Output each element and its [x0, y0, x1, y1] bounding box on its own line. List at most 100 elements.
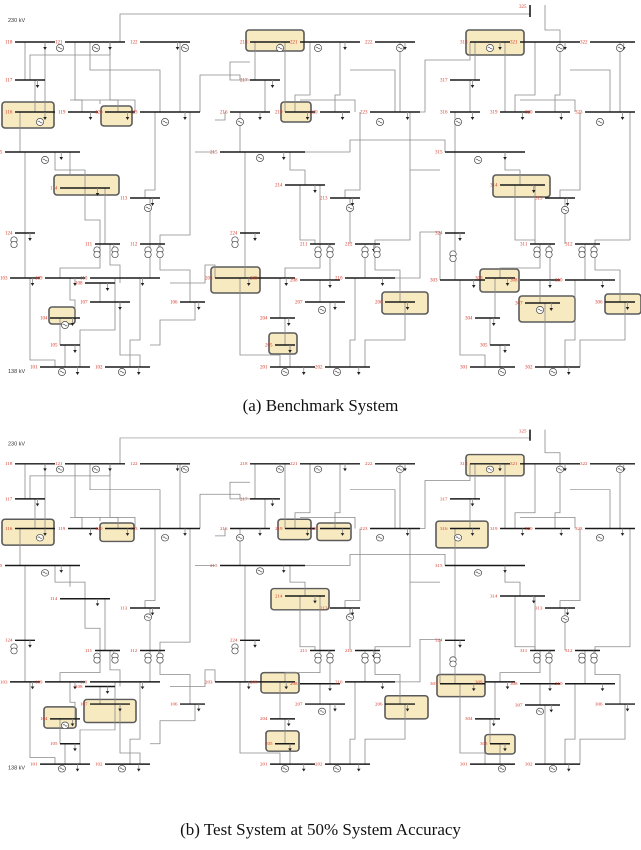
bus-label: 308: [510, 279, 518, 284]
load-arrowhead: [253, 238, 257, 241]
load-arrowhead: [136, 372, 141, 375]
load-arrowhead: [313, 600, 317, 604]
transmission-line: [84, 188, 101, 244]
highlighted-bus-box: [83, 698, 137, 724]
bus-label: 219: [275, 527, 283, 532]
voltage-label-138kv: 138 kV: [8, 369, 25, 375]
transformer-symbol: [590, 246, 598, 259]
load-arrowhead: [175, 468, 180, 472]
load-arrow: [43, 112, 47, 120]
bus-label: 222: [365, 41, 373, 46]
bus-label: 113: [120, 197, 128, 202]
transmission-line: [544, 429, 561, 464]
bus-label: 302: [525, 366, 533, 371]
load-arrowhead: [43, 468, 47, 472]
voltage-label-230kv: 230 kV: [8, 18, 25, 24]
load-arrowhead: [565, 203, 570, 206]
generator-symbol: [276, 465, 284, 474]
load-arrow: [470, 112, 475, 120]
bus-label: 322: [580, 462, 588, 467]
transformer-symbol: [361, 652, 369, 664]
one-line-diagram-b: 1181211221171161191201231151141131241111…: [0, 429, 635, 773]
load-arrowhead: [403, 468, 407, 472]
bus-label: 114: [50, 187, 58, 192]
transmission-line: [395, 639, 441, 684]
bus-label: 107: [80, 703, 88, 708]
load-arrowhead: [531, 190, 536, 193]
transmission-line: [239, 278, 281, 367]
load-arrow: [350, 198, 355, 206]
generator-symbol: [61, 721, 69, 729]
bus-label: 223: [360, 111, 368, 116]
bus-label: 316: [440, 111, 448, 116]
load-arrow: [548, 683, 552, 692]
bus-label: 317: [440, 79, 448, 84]
load-arrow: [140, 681, 145, 690]
transmission-line: [289, 152, 306, 185]
load-arrow: [471, 280, 476, 288]
bus-label: 110: [80, 277, 88, 282]
load-arrow: [43, 42, 47, 50]
bus-label: 117: [5, 79, 13, 84]
load-arrow: [498, 42, 502, 50]
bus-label: 305: [480, 742, 488, 747]
transmission-line: [579, 704, 626, 765]
load-arrow: [565, 607, 570, 616]
generator-symbol: [318, 707, 326, 716]
bus-label: 119: [58, 111, 66, 116]
bus-label: 101: [30, 763, 38, 768]
bus-label: 212: [345, 243, 353, 248]
generator-wave: [475, 158, 481, 162]
load-arrowhead: [313, 190, 317, 193]
load-arrow: [356, 367, 361, 375]
generator-wave: [499, 370, 505, 374]
load-arrowhead: [470, 117, 475, 120]
bus-label: 116: [5, 111, 13, 116]
generator-wave: [377, 120, 383, 124]
load-arrowhead: [140, 686, 145, 690]
load-arrowhead: [70, 723, 75, 727]
load-arrow: [470, 528, 475, 536]
load-arrowhead: [301, 768, 306, 772]
bus-label: 216: [220, 527, 228, 532]
caption-benchmark: (a) Benchmark System: [242, 396, 399, 415]
transmission-line: [109, 650, 121, 687]
transmission-line: [554, 463, 561, 529]
load-arrowhead: [150, 203, 155, 206]
bus-label: 106: [170, 703, 178, 708]
load-arrowhead: [505, 283, 510, 286]
bus-label: 105: [50, 742, 58, 747]
load-arrow: [288, 345, 292, 353]
highlighted-bus-box: [436, 673, 486, 698]
bus-label: 118: [5, 462, 13, 467]
bus-label: 108: [75, 282, 83, 287]
transmission-line: [300, 517, 356, 529]
bus-label: 118: [5, 41, 13, 46]
load-arrow: [405, 704, 410, 712]
generator-symbol: [498, 368, 506, 376]
generator-symbol: [36, 118, 44, 126]
generator-wave: [617, 468, 623, 471]
transformer-symbol: [314, 652, 322, 664]
generator-symbol: [454, 118, 462, 126]
bus-label: 101: [30, 366, 38, 371]
bus-label: 307: [515, 703, 523, 708]
generator-symbol: [161, 118, 169, 126]
generator-wave: [617, 46, 623, 50]
load-arrowhead: [563, 47, 567, 50]
load-arrow: [43, 463, 47, 472]
transmission-line: [119, 302, 141, 367]
load-arrowhead: [43, 533, 47, 536]
load-arrowhead: [175, 47, 180, 50]
highlighted-bus-box: [604, 293, 641, 315]
transformer-symbol: [156, 246, 164, 259]
bus-label: 309: [475, 277, 483, 282]
bus-label: 314: [490, 594, 498, 599]
transmission-line: [69, 681, 76, 719]
transmission-line: [415, 42, 471, 113]
generator-symbol: [281, 765, 289, 773]
load-arrowhead: [118, 307, 122, 310]
load-arrow: [175, 42, 180, 50]
transmission-line: [289, 565, 306, 596]
generator-wave: [162, 536, 168, 539]
